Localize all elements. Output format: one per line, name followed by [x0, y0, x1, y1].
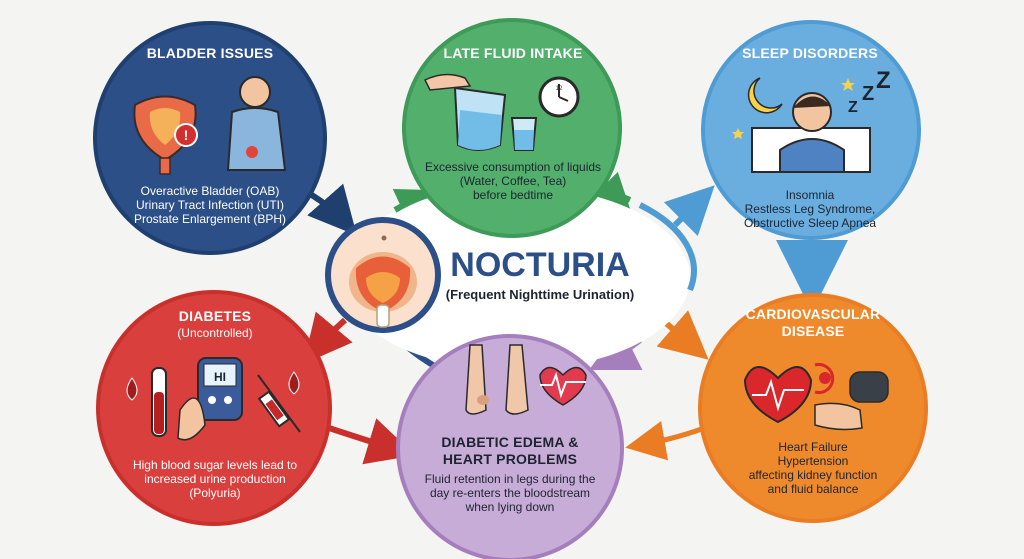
cardio-node: [698, 293, 928, 523]
blood-drop-icon: [126, 371, 300, 401]
sleep-title: SLEEP DISORDERS: [742, 45, 878, 61]
water-glass-icon: [510, 117, 538, 151]
cardio-line-4: and fluid balance: [767, 482, 859, 497]
cycle-arrow-icon: [814, 363, 835, 394]
edema-line-2: day re-enters the bloodstream: [429, 486, 591, 501]
edema-line-1: Fluid retention in legs during the: [424, 472, 596, 486]
diabetes-subtitle: (Uncontrolled): [177, 326, 253, 340]
swollen-legs-icon: [465, 344, 529, 415]
edema-title-line-1: DIABETIC EDEMA &: [441, 434, 579, 450]
bladder-line-2: Urinary Tract Infection (UTI): [135, 198, 285, 213]
arrow-center-to-sleep: [663, 185, 715, 237]
clock-number: 12: [556, 86, 563, 92]
cardio-title: CARDIOVASCULAR DISEASE: [728, 306, 898, 339]
sleep-line-3: Obstructive Sleep Apnea: [743, 216, 877, 231]
heart-pulse-icon: [539, 366, 587, 406]
diabetes-description: High blood sugar levels lead to increase…: [115, 458, 315, 500]
moon-icon: [747, 77, 783, 114]
arrow-center-to-diabetes: [303, 311, 353, 364]
patient-pain-icon: [226, 76, 287, 171]
cardio-line-2: Hypertension: [777, 454, 849, 469]
arrow-diabetes-to-edema: [319, 418, 416, 465]
cardio-title-line-2: DISEASE: [781, 322, 845, 339]
blood-pressure-cuff-icon: [814, 371, 889, 431]
fluid-description: Excessive consumption of liquids (Water,…: [418, 160, 608, 202]
glucose-reading: HI: [214, 370, 226, 384]
edema-title-line-2: HEART PROBLEMS: [442, 450, 578, 467]
fluid-line-3: before bedtime: [472, 188, 554, 203]
sleep-description: Insomnia Restless Leg Syndrome, Obstruct…: [715, 188, 905, 230]
fluid-line-2: (Water, Coffee, Tea): [459, 174, 567, 189]
bladder-line-1: Overactive Bladder (OAB): [140, 184, 280, 198]
fluid-title: LATE FLUID INTAKE: [443, 45, 583, 61]
svg-text:Z: Z: [848, 99, 858, 116]
star-icon: [732, 78, 855, 139]
syringe-icon: [257, 374, 301, 433]
zzz-icon: Z Z Z: [848, 67, 891, 116]
edema-title: DIABETIC EDEMA & HEART PROBLEMS: [420, 434, 600, 467]
bladder-title: BLADDER ISSUES: [146, 45, 274, 61]
center-title: NOCTURIA: [450, 246, 630, 284]
sleepless-person-icon: [751, 92, 871, 173]
cardio-line-1: Heart Failure: [778, 440, 848, 454]
bladder-description: Overactive Bladder (OAB) Urinary Tract I…: [110, 184, 310, 226]
cardio-title-line-1: CARDIOVASCULAR: [745, 306, 881, 322]
cardio-line-3: affecting kidney function: [748, 468, 878, 483]
sleep-line-1: Insomnia: [785, 188, 835, 202]
glucose-meter-icon: HI: [177, 357, 243, 441]
bladder-line-3: Prostate Enlargement (BPH): [133, 212, 287, 227]
bladder-node: [93, 21, 327, 255]
center-subtitle: (Frequent Nighttime Urination): [445, 287, 635, 302]
svg-text:Z: Z: [876, 67, 891, 94]
diabetes-title: DIABETES: [178, 308, 252, 324]
fluid-line-1: Excessive consumption of liquids: [424, 160, 602, 174]
clock-icon: 12: [538, 76, 580, 118]
svg-text:!: !: [184, 127, 189, 143]
diabetes-line-1: High blood sugar levels lead to: [132, 458, 298, 472]
pitcher-pouring-icon: [423, 73, 507, 151]
heart-icon: [743, 366, 813, 424]
diabetes-line-2: increased urine production: [144, 472, 286, 487]
cardio-description: Heart Failure Hypertension affecting kid…: [723, 440, 903, 497]
bladder-anatomy-icon: [325, 217, 441, 333]
alert-icon: !: [174, 123, 198, 147]
sleep-line-2: Restless Leg Syndrome,: [744, 202, 876, 217]
svg-text:Z: Z: [862, 83, 874, 105]
edema-line-3: when lying down: [465, 500, 555, 515]
diabetes-line-3: (Polyuria): [189, 486, 241, 501]
blood-tube-icon: [151, 367, 167, 437]
edema-description: Fluid retention in legs during the day r…: [415, 472, 605, 514]
